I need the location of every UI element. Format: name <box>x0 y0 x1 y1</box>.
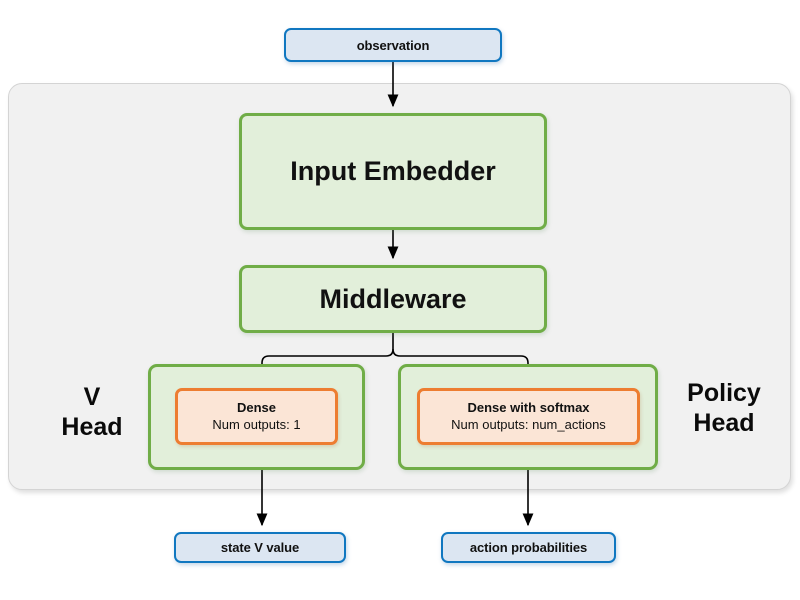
head-label-v: V Head <box>42 383 142 442</box>
head-label-policy-line2: Head <box>693 408 755 437</box>
module-input-embedder[interactable]: Input Embedder <box>239 113 547 230</box>
dense-layer-v-head-subtitle: Num outputs: 1 <box>212 416 301 432</box>
io-node-state-v-value-label: state V value <box>220 540 300 555</box>
head-label-policy-line1: Policy <box>687 379 761 407</box>
head-label-policy: Policy Head <box>668 379 780 438</box>
io-node-action-probabilities[interactable]: action probabilities <box>441 532 616 563</box>
module-input-embedder-label: Input Embedder <box>290 156 496 186</box>
head-label-v-line1: V <box>83 383 101 411</box>
io-node-state-v-value[interactable]: state V value <box>174 532 346 563</box>
dense-layer-policy-head-title: Dense with softmax <box>467 400 590 416</box>
dense-layer-v-head[interactable]: Dense Num outputs: 1 <box>175 388 338 445</box>
dense-layer-policy-head-subtitle: Num outputs: num_actions <box>451 416 606 432</box>
module-middleware[interactable]: Middleware <box>239 265 547 333</box>
head-label-v-line2: Head <box>61 412 123 441</box>
io-node-action-probabilities-label: action probabilities <box>469 540 588 555</box>
dense-layer-policy-head[interactable]: Dense with softmax Num outputs: num_acti… <box>417 388 640 445</box>
module-middleware-label: Middleware <box>319 283 467 314</box>
dense-layer-v-head-title: Dense <box>236 400 277 416</box>
io-node-observation[interactable]: observation <box>284 28 502 62</box>
io-node-observation-label: observation <box>356 37 430 53</box>
